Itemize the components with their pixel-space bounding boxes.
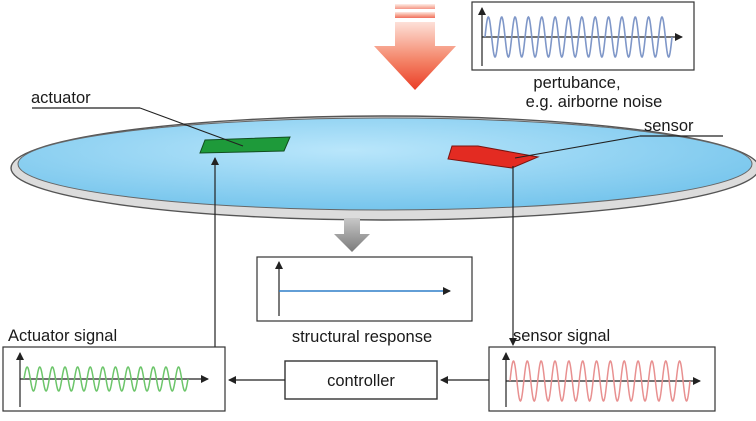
perturbance-label-line2: e.g. airborne noise xyxy=(526,93,663,111)
perturbance-label-line1: pertubance, xyxy=(533,74,620,92)
perturbance-arrow xyxy=(374,4,456,90)
structural-response-label: structural response xyxy=(292,328,432,346)
actuator-signal-label: Actuator signal xyxy=(8,327,117,345)
sensor-wave xyxy=(509,359,691,403)
actuator-label: actuator xyxy=(31,89,91,107)
sensor-leader-line xyxy=(514,135,641,159)
noise-wave xyxy=(484,15,673,59)
sensor-label: sensor xyxy=(644,117,694,135)
actuator-patch xyxy=(199,136,291,154)
actuator-leader-line xyxy=(139,107,244,147)
sensor-signal-label: sensor signal xyxy=(513,327,610,345)
sensor-patch xyxy=(447,145,540,169)
perturbance-plot xyxy=(471,1,695,71)
actuator-signal-plot xyxy=(2,346,226,412)
response-arrow xyxy=(334,218,370,252)
controller-label: controller xyxy=(327,372,395,390)
structural-response-plot xyxy=(256,256,473,322)
vibrating-plate xyxy=(10,115,756,221)
sensor-signal-plot xyxy=(488,346,716,412)
actuator-wave xyxy=(23,366,189,392)
